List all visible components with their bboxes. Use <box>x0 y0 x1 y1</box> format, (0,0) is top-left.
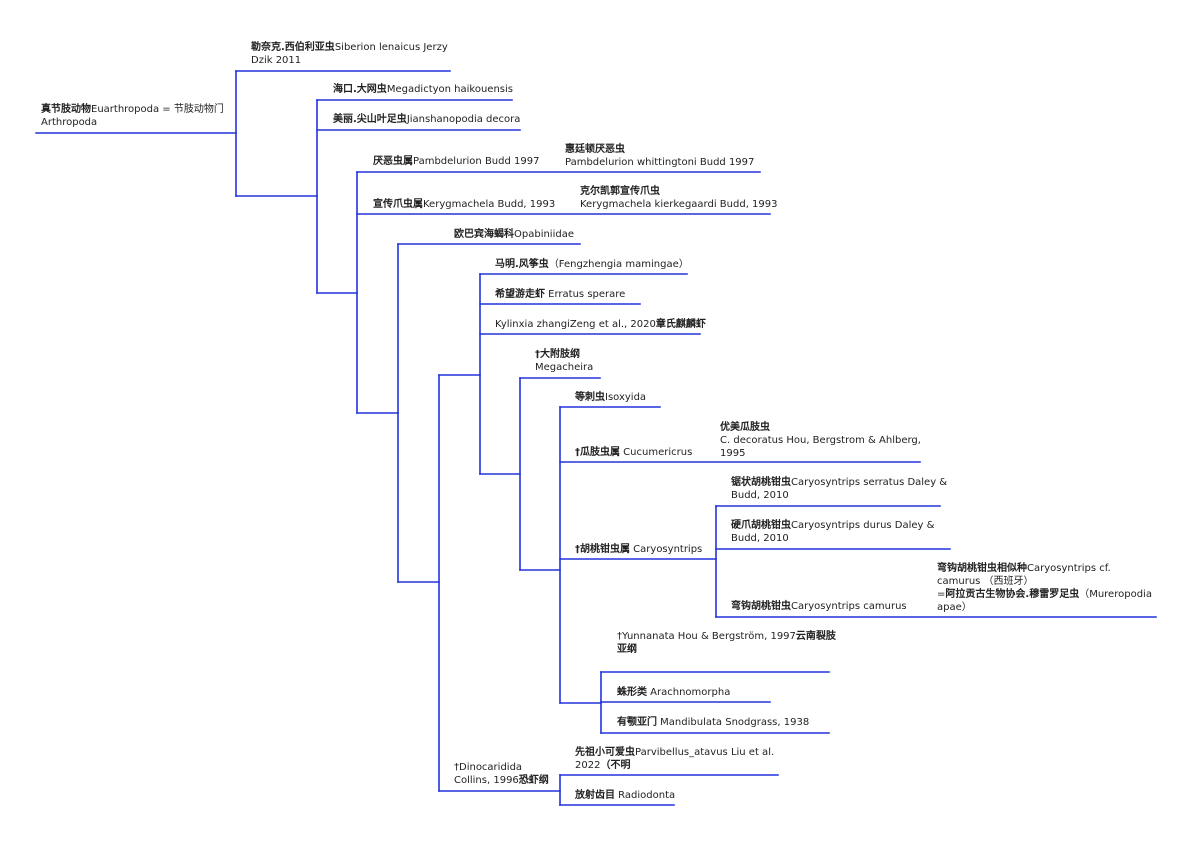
radiodonta-name-latin: Radiodonta <box>615 790 676 801</box>
caryosyntrips-label: †胡桃钳虫属 Caryosyntrips <box>575 543 702 556</box>
camurus-cf-synonym-cn: 阿拉贡古生物协会.穆雷罗足虫 <box>945 589 1080 600</box>
camurus-cf-name-latin: Caryosyntrips cf. <box>1027 563 1111 574</box>
megacheira-name-latin: Megacheira <box>535 362 594 373</box>
isoxyida-label: 等刺虫Isoxyida <box>575 391 646 404</box>
kerygmachela-genus-cn: 宣传爪虫属 <box>373 199 423 210</box>
camurus-cf-name-cn: 弯钩胡桃钳虫相似种 <box>937 563 1027 574</box>
kerygmachela-genus-label: 宣传爪虫属Kerygmachela Budd, 1993 <box>373 198 555 211</box>
mandibulata-name-latin: Mandibulata Snodgrass, 1938 <box>657 717 810 728</box>
cucumericrus-name-cn: †瓜肢虫属 <box>575 447 620 458</box>
megacheira-name-cn: †大附肢纲 <box>535 349 580 360</box>
pambdelurion-genus-cn: 厌恶虫属 <box>373 156 413 167</box>
opabiniidae-name-latin: Opabiniidae <box>514 229 574 240</box>
siberion-name-latin: Siberion lenaicus Jerzy <box>334 42 448 53</box>
megadictyon-label: 海口.大网虫Megadictyon haikouensis <box>333 83 513 96</box>
camurus-cf-label: 弯钩胡桃钳虫相似种Caryosyntrips cf. camurus （西班牙）… <box>937 562 1152 614</box>
camurus-label: 弯钩胡桃钳虫Caryosyntrips camurus <box>731 600 907 613</box>
erratus-label: 希望游走虾 Erratus sperare <box>495 288 625 301</box>
jianshanopodia-label: 美丽.尖山叶足虫Jianshanopodia decora <box>333 113 520 126</box>
dinocaridida-name-cn: 恐虾纲 <box>518 775 549 786</box>
opabiniidae-name-cn: 欧巴宾海蝎科 <box>454 229 514 240</box>
mandibulata-name-cn: 有颚亚门 <box>617 717 657 728</box>
serratus-name-cn: 锯状胡桃钳虫 <box>731 477 791 488</box>
fengzhengia-name-latin: （Fengzhengia mamingae） <box>548 259 689 270</box>
parvibellus-label: 先祖小可爱虫Parvibellus_atavus Liu et al. 2022… <box>575 746 774 772</box>
durus-author: Budd, 2010 <box>731 533 789 544</box>
camurus-cf-line2: camurus （西班牙） <box>937 576 1034 587</box>
kerygmachela-species-label: 克尔凯郭宣传爪虫 Kerygmachela kierkegaardi Budd,… <box>580 185 778 211</box>
camurus-cf-synonym-latin: （Mureropodia <box>1079 589 1152 600</box>
kylinxia-name-latin: Kylinxia zhangiZeng et al., 2020 <box>495 319 656 330</box>
pambdelurion-species-cn: 惠廷顿厌恶虫 <box>565 144 625 155</box>
serratus-name-latin: Caryosyntrips serratus Daley & <box>791 477 948 488</box>
root-name-line2: Arthropoda <box>41 117 98 128</box>
jianshanopodia-name-latin: Jianshanopodia decora <box>406 114 521 125</box>
yunnanata-rank-cn: 亚纲 <box>617 644 637 655</box>
parvibellus-year: 2022 <box>575 760 601 771</box>
yunnanata-label: †Yunnanata Hou & Bergström, 1997云南裂肢 亚纲 <box>617 630 836 656</box>
arachnomorpha-label: 蛛形类 Arachnomorpha <box>617 686 730 699</box>
caryosyntrips-name-latin: Caryosyntrips <box>630 544 703 555</box>
pambdelurion-species-latin: Pambdelurion whittingtoni Budd 1997 <box>565 157 755 168</box>
erratus-name-cn: 希望游走虾 <box>495 289 545 300</box>
isoxyida-name-cn: 等刺虫 <box>575 392 605 403</box>
camurus-name-cn: 弯钩胡桃钳虫 <box>731 601 791 612</box>
yunnanata-name-latin: †Yunnanata Hou & Bergström, 1997 <box>617 631 796 642</box>
pambdelurion-species-label: 惠廷顿厌恶虫 Pambdelurion whittingtoni Budd 19… <box>565 143 754 169</box>
kylinxia-name-cn: 章氏麒麟虾 <box>655 319 706 330</box>
arachnomorpha-name-latin: Arachnomorpha <box>647 687 731 698</box>
root-label: 真节肢动物Euarthropoda = 节肢动物门 Arthropoda <box>41 103 224 129</box>
fengzhengia-label: 马明.风筝虫（Fengzhengia mamingae） <box>495 258 689 271</box>
megadictyon-name-cn: 海口.大网虫 <box>333 84 387 95</box>
pambdelurion-genus-label: 厌恶虫属Pambdelurion Budd 1997 <box>373 155 539 168</box>
opabiniidae-label: 欧巴宾海蝎科Opabiniidae <box>454 228 574 241</box>
parvibellus-name-latin: Parvibellus_atavus Liu et al. <box>635 747 775 758</box>
siberion-author: Dzik 2011 <box>251 55 302 66</box>
durus-name-latin: Caryosyntrips durus Daley & <box>791 520 935 531</box>
cucumericrus-species-latin: C. decoratus Hou, Bergstrom & Ahlberg, <box>720 435 921 446</box>
megadictyon-name-latin: Megadictyon haikouensis <box>386 84 513 95</box>
parvibellus-name-cn: 先祖小可爱虫 <box>575 747 635 758</box>
durus-label: 硬爪胡桃钳虫Caryosyntrips durus Daley & Budd, … <box>731 519 934 545</box>
siberion-label: 勒奈克.西伯利亚虫Siberion lenaicus Jerzy Dzik 20… <box>251 41 448 67</box>
durus-name-cn: 硬爪胡桃钳虫 <box>731 520 791 531</box>
parvibellus-note: （不明 <box>600 760 631 771</box>
root-name-latin: Euarthropoda = 节肢动物门 <box>91 104 224 115</box>
dinocaridida-author: Collins, 1996 <box>454 775 519 786</box>
megacheira-label: †大附肢纲 Megacheira <box>535 348 593 374</box>
serratus-author: Budd, 2010 <box>731 490 789 501</box>
cucumericrus-label: †瓜肢虫属 Cucumericrus <box>575 446 692 459</box>
jianshanopodia-name-cn: 美丽.尖山叶足虫 <box>333 114 407 125</box>
cucumericrus-species-year: 1995 <box>720 448 746 459</box>
cucumericrus-name-latin: Cucumericrus <box>620 447 693 458</box>
kerygmachela-species-cn: 克尔凯郭宣传爪虫 <box>580 186 660 197</box>
root-name-cn: 真节肢动物 <box>41 104 91 115</box>
siberion-name-cn: 勒奈克.西伯利亚虫 <box>251 42 335 53</box>
kylinxia-label: Kylinxia zhangiZeng et al., 2020章氏麒麟虾 <box>495 318 706 331</box>
radiodonta-label: 放射齿目 Radiodonta <box>575 789 675 802</box>
camurus-cf-line4: apae） <box>937 602 972 613</box>
pambdelurion-genus-latin: Pambdelurion Budd 1997 <box>413 156 540 167</box>
caryosyntrips-name-cn: †胡桃钳虫属 <box>575 544 630 555</box>
camurus-name-latin: Caryosyntrips camurus <box>791 601 907 612</box>
cucumericrus-species-cn: 优美瓜肢虫 <box>720 422 770 433</box>
dinocaridida-name-latin: †Dinocaridida <box>454 762 523 773</box>
kerygmachela-genus-latin: Kerygmachela Budd, 1993 <box>423 199 556 210</box>
isoxyida-name-latin: Isoxyida <box>605 392 647 403</box>
mandibulata-label: 有颚亚门 Mandibulata Snodgrass, 1938 <box>617 716 809 729</box>
serratus-label: 锯状胡桃钳虫Caryosyntrips serratus Daley & Bud… <box>731 476 947 502</box>
camurus-cf-equals: = <box>937 589 946 600</box>
kerygmachela-species-latin: Kerygmachela kierkegaardi Budd, 1993 <box>580 199 778 210</box>
arachnomorpha-name-cn: 蛛形类 <box>617 687 647 698</box>
yunnanata-name-cn: 云南裂肢 <box>795 631 836 642</box>
radiodonta-name-cn: 放射齿目 <box>575 790 615 801</box>
cucumericrus-species-label: 优美瓜肢虫 C. decoratus Hou, Bergstrom & Ahlb… <box>720 421 921 460</box>
fengzhengia-name-cn: 马明.风筝虫 <box>495 259 549 270</box>
erratus-name-latin: Erratus sperare <box>545 289 626 300</box>
dinocaridida-label: †Dinocaridida Collins, 1996恐虾纲 <box>454 761 549 787</box>
